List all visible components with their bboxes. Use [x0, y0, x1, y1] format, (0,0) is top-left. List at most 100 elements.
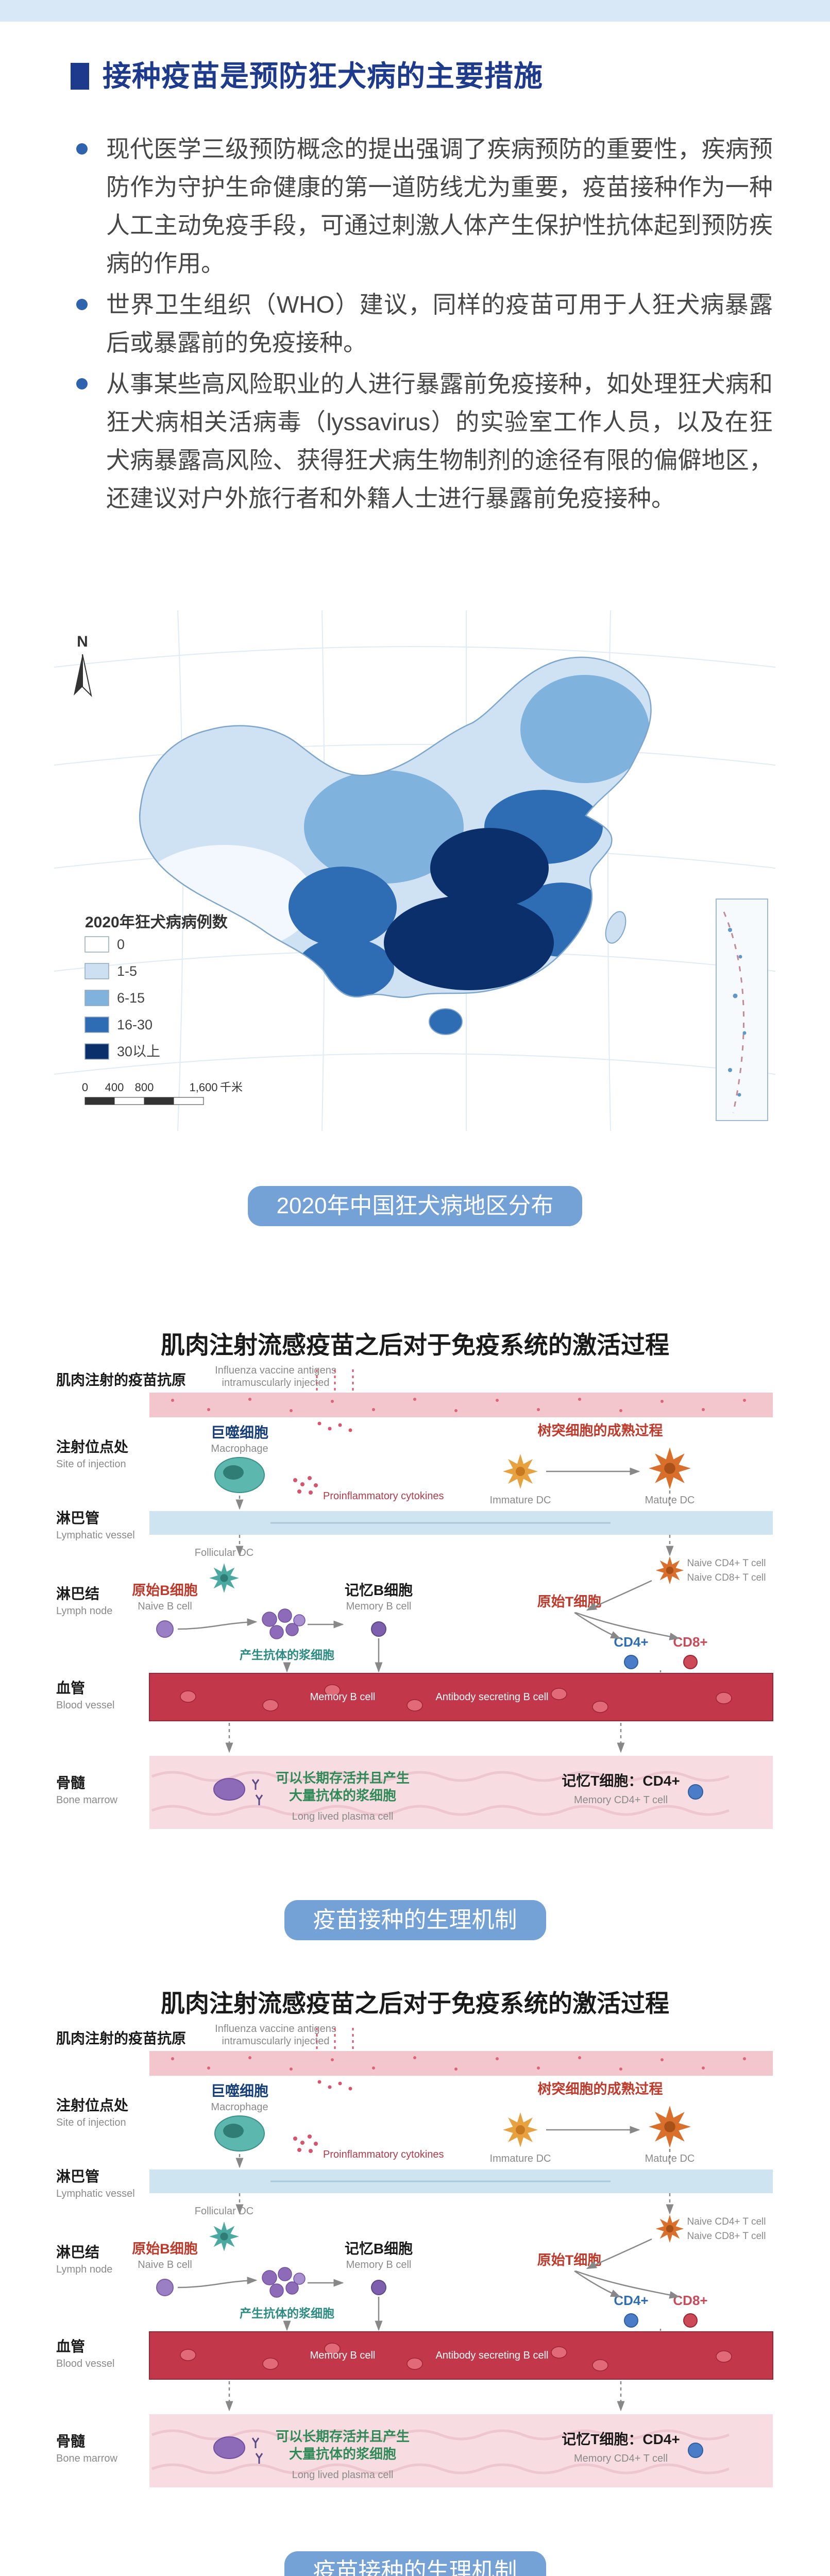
legend-swatch: [84, 990, 109, 1006]
mature-dc-icon: [649, 1447, 691, 1489]
vaccine-label-2: intramuscularly injected: [222, 2036, 330, 2047]
label-marrow-en: Bone marrow: [56, 1794, 117, 1806]
bullet-dot-icon: [76, 378, 88, 389]
map-legend: 2020年狂犬病病例数 0 1-5 6-15 16-30: [84, 914, 228, 1060]
diagram2-caption-badge: 疫苗接种的生理机制: [284, 2551, 546, 2576]
map-caption: 2020年中国狂犬病地区分布: [276, 1193, 554, 1218]
llpc-label-zh-2: 大量抗体的浆细胞: [289, 1788, 396, 1803]
macrophage-label-zh: 巨噬细胞: [211, 1424, 268, 1440]
immature-dc-icon: [503, 2112, 538, 2147]
label-lymph-vessel-zh: 淋巴管: [56, 1510, 99, 1526]
naive-t-label-zh: 原始T细胞: [537, 1594, 602, 1609]
label-blood-en: Blood vessel: [56, 2358, 114, 2369]
injection-dashed-lines: [316, 2028, 354, 2072]
label-blood-en: Blood vessel: [56, 1700, 114, 1711]
arrow-naiveb-to-germinal: [177, 1618, 258, 1630]
antigen-dots: [317, 2080, 352, 2091]
memory-b-label-zh: 记忆B细胞: [345, 1582, 413, 1598]
mature-dc-label: Mature DC: [645, 1495, 695, 1506]
legend-row: 30以上: [84, 1043, 160, 1060]
vaccine-label-1: Influenza vaccine antigens: [215, 1365, 336, 1376]
blood-vessel-band: Memory B cell Antibody secreting B cell: [149, 2331, 773, 2412]
cd4-cell-icon: [624, 2313, 638, 2328]
follicular-dc-label: Follicular DC: [195, 2206, 253, 2217]
vaccine-label-1: Influenza vaccine antigens: [215, 2023, 336, 2035]
scale-tick-400: 400: [105, 1081, 124, 1094]
china-map: N 2020年狂犬病病例数 0 1-5 6-15: [54, 610, 776, 1131]
injection-dashed-lines: [316, 1369, 354, 1414]
diagram-row-labels: 肌肉注射的疫苗抗原 注射位点处 Site of injection 淋巴管 Ly…: [56, 1371, 186, 1806]
immature-dc-label: Immature DC: [490, 2153, 551, 2164]
macrophage-icon: [214, 2115, 265, 2151]
bullet-dot-icon: [76, 143, 88, 155]
mature-dc-in-node-icon: [655, 1556, 684, 1585]
macrophage-label-en: Macrophage: [211, 1443, 268, 1454]
arrow-naivet-to-cd4: [574, 1612, 621, 1639]
injection-site-row: 巨噬细胞 Macrophage Proinflammatory cytokine…: [211, 1422, 695, 1510]
bone-marrow-band: 可以长期存活并且产生 大量抗体的浆细胞 Long lived plasma ce…: [149, 1756, 773, 1829]
scale-tick-800: 800: [135, 1081, 154, 1094]
immune-diagram-2: 肌肉注射的疫苗抗原 注射位点处 Site of injection 淋巴管 Ly…: [54, 2023, 775, 2517]
marrow-texture: [151, 1771, 730, 1816]
diagram2-title: 肌肉注射流感疫苗之后对于免疫系统的激活过程: [161, 1990, 669, 2017]
label-lymph-node-en: Lymph node: [56, 2264, 112, 2275]
follicular-dc-icon: [209, 2222, 239, 2251]
red-blood-cells: [180, 1684, 732, 1713]
cd8-cell-icon: [683, 2313, 698, 2328]
label-site-zh: 注射位点处: [56, 2097, 128, 2113]
germinal-center-icon: [262, 1608, 306, 1639]
bullet-item-2: 世界卫生组织（WHO）建议，同样的疫苗可用于人狂犬病暴露后或暴露前的免疫接种。: [72, 285, 773, 362]
mature-dc-icon: [649, 2106, 691, 2148]
china-map-svg: N 2020年狂犬病病例数 0 1-5 6-15: [54, 610, 776, 1131]
label-lymph-node-zh: 淋巴结: [56, 2244, 99, 2260]
injection-annotation: Influenza vaccine antigens intramuscular…: [215, 2023, 354, 2091]
follicular-dc-label: Follicular DC: [195, 1547, 253, 1558]
blood-memory-b-label: Memory B cell: [310, 2350, 376, 2361]
label-lymph-vessel-en: Lymphatic vessel: [56, 1530, 135, 1541]
arrow-naivet-to-cd8: [575, 2270, 680, 2299]
legend-swatch: [84, 936, 109, 953]
lymph-node-row: Follicular DC 原始B细胞 Naive B cell 产生抗体的浆细…: [132, 1547, 766, 1673]
long-lived-plasma-cell-icon: [213, 2436, 263, 2464]
intro-bullet-list: 现代医学三级预防概念的提出强调了疾病预防的重要性，疾病预防作为守护生命健康的第一…: [72, 130, 773, 520]
china-shape: [139, 656, 652, 1035]
memory-b-label-en: Memory B cell: [346, 1601, 412, 1612]
naive-cd8-label: Naive CD8+ T cell: [687, 2231, 766, 2242]
plasma-label-zh: 产生抗体的浆细胞: [240, 2307, 334, 2320]
nine-dash-line: [723, 911, 745, 1113]
cytokine-dots-icon: [293, 2134, 318, 2153]
mature-dc-label: Mature DC: [645, 2153, 695, 2164]
legend-label: 6-15: [117, 990, 145, 1006]
injection-annotation: Influenza vaccine antigens intramuscular…: [215, 1365, 354, 1432]
label-site-en: Site of injection: [56, 2117, 126, 2128]
arrow-dc-to-naivet: [586, 1580, 652, 1611]
naive-b-label-en: Naive B cell: [138, 2259, 192, 2270]
bullet-dot-icon: [76, 299, 88, 310]
diagram1-caption: 疫苗接种的生理机制: [313, 1907, 517, 1933]
legend-label: 16-30: [117, 1017, 153, 1032]
diagram2-caption: 疫苗接种的生理机制: [313, 2558, 517, 2576]
muscle-speckles: [171, 1398, 746, 1412]
label-lymph-node-en: Lymph node: [56, 1605, 112, 1617]
cd8-label: CD8+: [673, 2293, 707, 2308]
cytokines-label: Proinflammatory cytokines: [323, 2149, 444, 2160]
memory-t-cell-icon: [688, 1784, 703, 1800]
injection-site-row: 巨噬细胞 Macrophage Proinflammatory cytokine…: [211, 2081, 695, 2168]
muscle-band: [149, 1393, 773, 1417]
legend-label: 1-5: [117, 963, 137, 979]
bullet-text-2: 世界卫生组织（WHO）建议，同样的疫苗可用于人狂犬病暴露后或暴露前的免疫接种。: [106, 291, 773, 356]
bullet-text-3: 从事某些高风险职业的人进行暴露前免疫接种，如处理狂犬病和狂犬病相关活病毒（lys…: [106, 370, 773, 512]
section-square-icon: [71, 63, 89, 90]
bone-marrow-band: 可以长期存活并且产生 大量抗体的浆细胞 Long lived plasma ce…: [149, 2414, 773, 2487]
macrophage-label-en: Macrophage: [211, 2102, 268, 2113]
memory-t-label-zh: 记忆T细胞：CD4+: [562, 2431, 680, 2447]
long-lived-plasma-cell-icon: [213, 1778, 263, 1805]
bullet-item-1: 现代医学三级预防概念的提出强调了疾病预防的重要性，疾病预防作为守护生命健康的第一…: [72, 130, 773, 282]
llpc-label-zh-1: 可以长期存活并且产生: [276, 2429, 410, 2444]
dc-process-label: 树突细胞的成熟过程: [538, 1422, 663, 1438]
immune-diagram-svg: 肌肉注射的疫苗抗原 注射位点处 Site of injection 淋巴管 Ly…: [56, 2023, 773, 2487]
legend-row: 1-5: [84, 963, 137, 979]
follicular-dc-icon: [209, 1563, 239, 1593]
bullet-item-3: 从事某些高风险职业的人进行暴露前免疫接种，如处理狂犬病和狂犬病相关活病毒（lys…: [72, 365, 773, 517]
blood-vessel-band: Memory B cell Antibody secreting B cell: [149, 1673, 773, 1753]
